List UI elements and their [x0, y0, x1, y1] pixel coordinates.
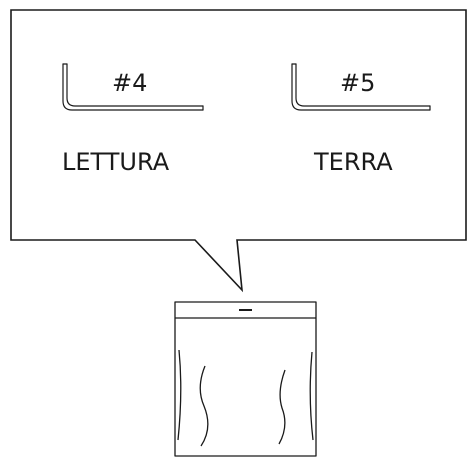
plastic-bag-icon	[174, 301, 317, 457]
hex-key-number-4: #4	[112, 69, 148, 97]
hex-key-name-terra: TERRA	[314, 148, 393, 176]
hex-key-number-5: #5	[340, 69, 376, 97]
hex-key-icon-4	[62, 63, 204, 111]
callout-bubble	[10, 9, 467, 293]
hex-key-name-lettura: LETTURA	[62, 148, 170, 176]
hex-key-icon-5	[291, 63, 431, 111]
